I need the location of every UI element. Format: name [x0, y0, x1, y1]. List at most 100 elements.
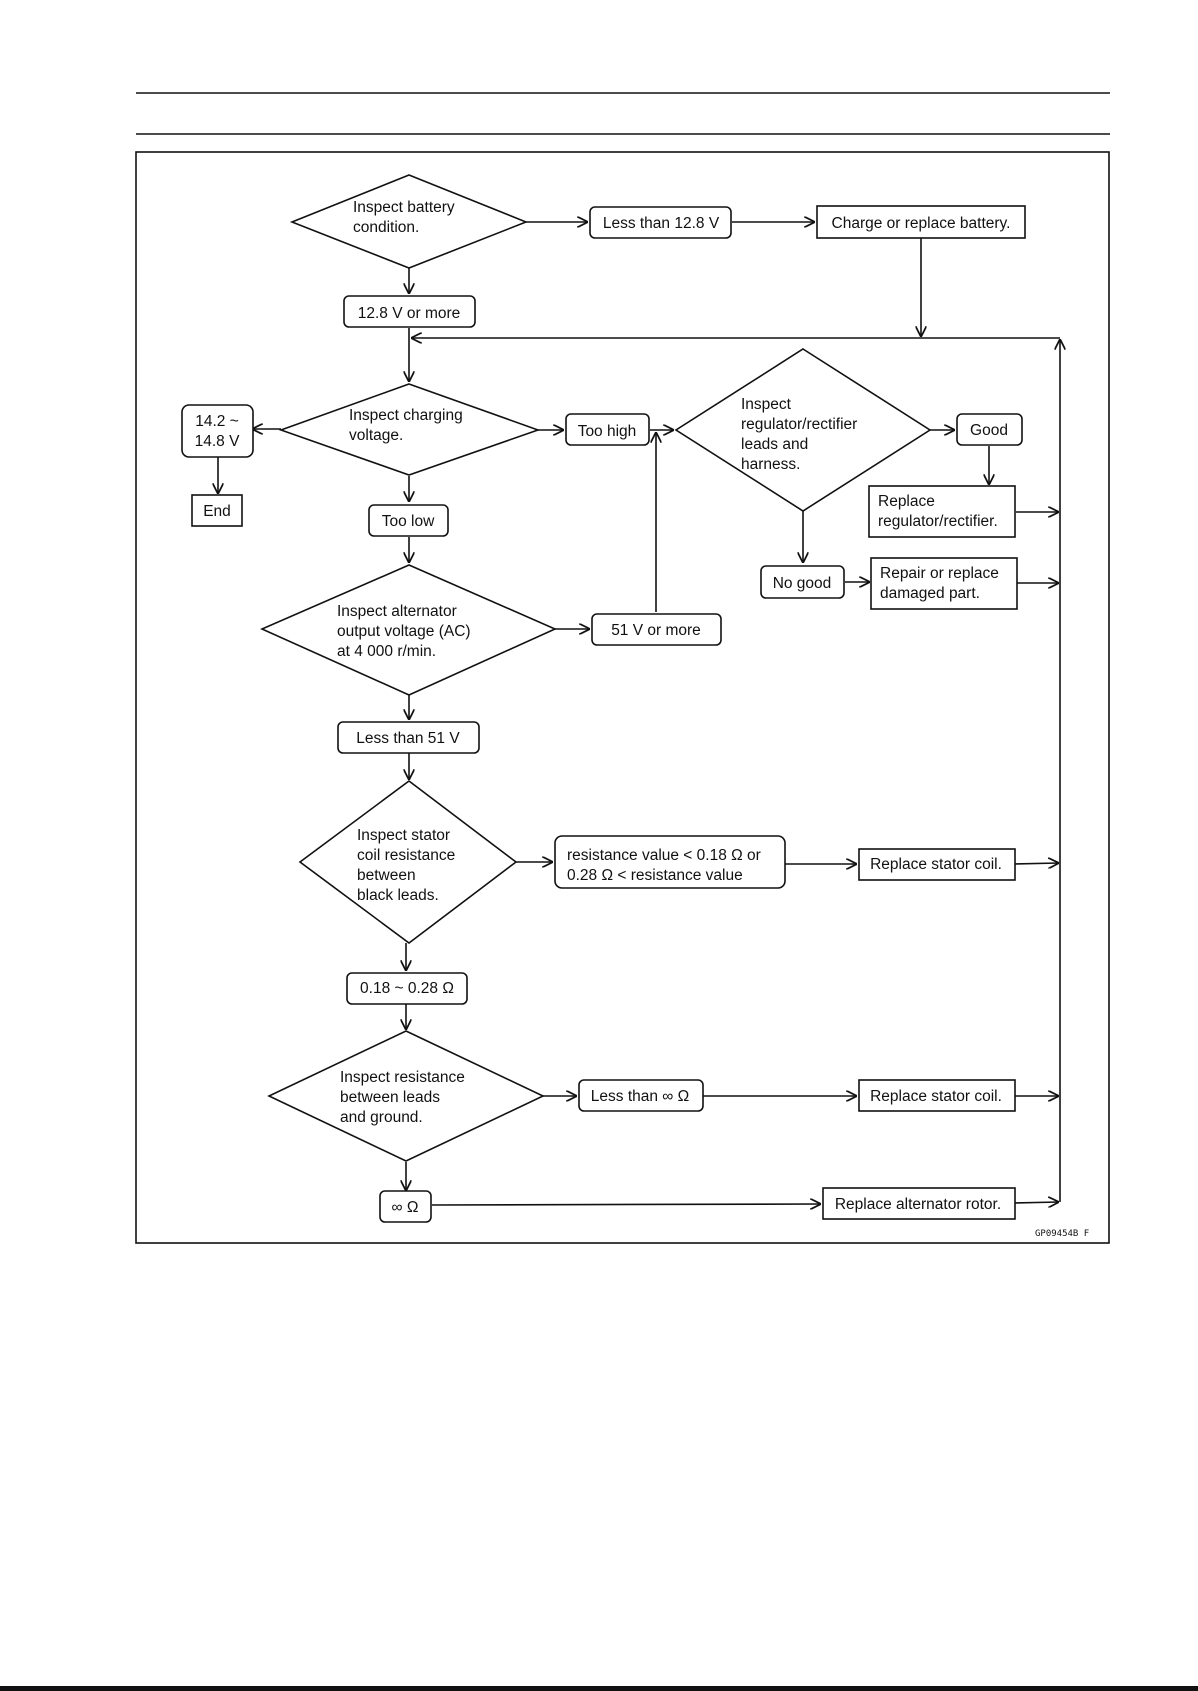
inspect-alternator-label: Inspect alternator output voltage (AC) at … [337, 603, 471, 660]
inspect-stator-label-line: between [357, 867, 416, 884]
resistance-out-label: resistance value < 0.18 Ω or 0.28 Ω < res… [567, 847, 761, 884]
inspect-resistance-label-line: Inspect resistance [340, 1069, 465, 1086]
range-018-label-line: 0.18 ~ 0.28 Ω [360, 980, 454, 997]
no-good-label: No good [773, 575, 832, 592]
good-box [956, 413, 1023, 446]
too-high-label: Too high [578, 423, 637, 440]
less-than-inf-label: Less than ∞ Ω [591, 1088, 689, 1105]
replace-regulator-label-line: Replace [878, 493, 935, 510]
inspect-battery-label: Inspect battery condition. [353, 199, 455, 236]
inspect-stator-label-line: Inspect stator [357, 827, 450, 844]
replace-regulator-label: Replace regulator/rectifier. [878, 493, 998, 530]
v12-8-or-more-label: 12.8 V or more [358, 305, 461, 322]
charge-replace-battery-box [816, 205, 1026, 239]
no-good-box [760, 565, 845, 599]
less-than-12-8-box [589, 206, 732, 239]
inspect-battery-label-line: condition. [353, 219, 419, 236]
inspect-charging-label-line: Inspect charging [349, 407, 463, 424]
resistance-out-box [554, 835, 786, 889]
inspect-regulator-label-line: Inspect [741, 396, 792, 413]
too-low-label-line: Too low [382, 513, 435, 530]
arrow-inf-to-replace-rotor [431, 1204, 821, 1205]
repair-replace-label: Repair or replace damaged part. [880, 565, 999, 602]
range-018-box [346, 972, 468, 1005]
inspect-regulator-label-line: regulator/rectifier [741, 416, 857, 433]
range-14-label-line: 14.2 ~ [195, 413, 239, 430]
less-than-51-box [337, 721, 480, 754]
node-labels: Inspect battery condition. Less than 12.8 … [195, 199, 1011, 1216]
inspect-stator-decision [298, 779, 518, 945]
replace-stator-2-label: Replace stator coil. [870, 1088, 1002, 1105]
inspect-regulator-label-line: leads and [741, 436, 808, 453]
figure-code: GP09454B F [1035, 1229, 1089, 1239]
replace-regulator-box [868, 485, 1016, 538]
end-label: End [203, 503, 231, 520]
inspect-battery-label-line: Inspect battery [353, 199, 455, 216]
v12-8-or-more-box [343, 295, 476, 328]
replace-regulator-label-line: regulator/rectifier. [878, 513, 998, 530]
arrow-replace-stator1-to-bus [1014, 863, 1059, 864]
range-14-label: 14.2 ~ 14.8 V [195, 413, 240, 450]
replace-rotor-box [822, 1187, 1016, 1220]
inspect-stator-label-line: coil resistance [357, 847, 455, 864]
v51-or-more-label: 51 V or more [611, 622, 701, 639]
inspect-charging-label-line: voltage. [349, 427, 403, 444]
replace-rotor-label: Replace alternator rotor. [835, 1196, 1001, 1213]
replace-rotor-label-line: Replace alternator rotor. [835, 1196, 1001, 1213]
too-low-label: Too low [382, 513, 435, 530]
too-low-box [368, 504, 449, 537]
inspect-alternator-label-line: at 4 000 r/min. [337, 643, 436, 660]
inspect-alternator-label-line: output voltage (AC) [337, 623, 471, 640]
node-shapes [181, 174, 1026, 1223]
inspect-stator-label-line: black leads. [357, 887, 439, 904]
inf-ohm-label: ∞ Ω [392, 1199, 419, 1216]
inf-ohm-box [379, 1190, 432, 1223]
repair-replace-label-line: Repair or replace [880, 565, 999, 582]
inspect-alternator-decision [260, 564, 557, 696]
inspect-regulator-decision [674, 348, 932, 512]
resistance-out-label-line: resistance value < 0.18 Ω or [567, 847, 761, 864]
inspect-alternator-label-line: Inspect alternator [337, 603, 457, 620]
inspect-resistance-decision [267, 1030, 545, 1162]
v12-8-or-more-label-line: 12.8 V or more [358, 305, 461, 322]
replace-stator-2-label-line: Replace stator coil. [870, 1088, 1002, 1105]
end-label-line: End [203, 503, 231, 520]
repair-replace-label-line: damaged part. [880, 585, 980, 602]
range-14-label-line: 14.8 V [195, 433, 240, 450]
range-018-label: 0.18 ~ 0.28 Ω [360, 980, 454, 997]
less-than-inf-box [578, 1079, 704, 1112]
resistance-out-label-line: 0.28 Ω < resistance value [567, 867, 743, 884]
no-good-label-line: No good [773, 575, 832, 592]
inspect-resistance-label-line: between leads [340, 1089, 440, 1106]
page-bottom-rule [0, 1686, 1198, 1691]
end-box [191, 494, 243, 527]
inspect-charging-decision [278, 383, 541, 476]
good-label: Good [970, 422, 1008, 439]
inspect-resistance-label: Inspect resistance between leads and groun… [340, 1069, 465, 1126]
charge-replace-battery-label-line: Charge or replace battery. [832, 215, 1011, 232]
replace-stator-1-label: Replace stator coil. [870, 856, 1002, 873]
less-than-51-label: Less than 51 V [356, 730, 460, 747]
figure-frame [135, 151, 1110, 1244]
replace-stator-1-label-line: Replace stator coil. [870, 856, 1002, 873]
charge-replace-battery-label: Charge or replace battery. [832, 215, 1011, 232]
arrow-replace-rotor-to-bus [1014, 1202, 1059, 1203]
good-label-line: Good [970, 422, 1008, 439]
inspect-battery-decision [289, 174, 529, 269]
repair-replace-box [870, 557, 1018, 610]
inspect-charging-label: Inspect charging voltage. [349, 407, 463, 444]
replace-stator-2-box [858, 1079, 1016, 1112]
inspect-stator-label: Inspect stator coil resistance between blac… [357, 827, 455, 904]
inf-ohm-label-line: ∞ Ω [392, 1199, 419, 1216]
connectors [218, 222, 1060, 1205]
less-than-12-8-label: Less than 12.8 V [603, 215, 720, 232]
range-14-box [181, 404, 254, 458]
replace-stator-1-box [858, 848, 1016, 881]
inspect-resistance-label-line: and ground. [340, 1109, 423, 1126]
less-than-inf-label-line: Less than ∞ Ω [591, 1088, 689, 1105]
less-than-12-8-label-line: Less than 12.8 V [603, 215, 720, 232]
less-than-51-label-line: Less than 51 V [356, 730, 460, 747]
v51-or-more-label-line: 51 V or more [611, 622, 701, 639]
